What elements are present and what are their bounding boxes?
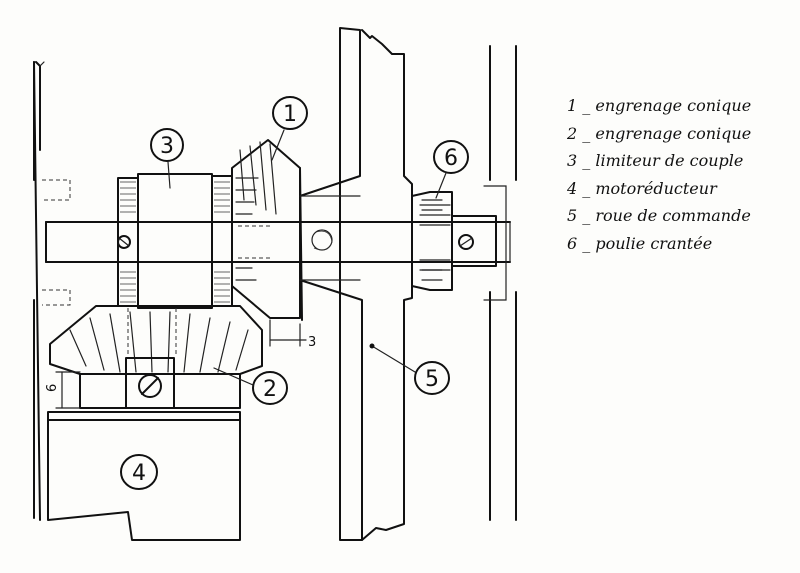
legend-item: 2 _ engrenage conique: [567, 120, 795, 148]
legend-number: 2: [567, 123, 578, 143]
legend-text: motoréducteur: [595, 178, 717, 198]
legend-item: 1 _ engrenage conique: [567, 92, 795, 120]
callout-5-label: 5: [425, 367, 439, 392]
callout-2-label: 2: [263, 377, 277, 402]
dimension-height-label: 6: [45, 384, 60, 392]
callout-2: 2: [213, 367, 288, 405]
legend-separator: _: [582, 123, 591, 143]
bevel-gear-1: [231, 139, 303, 321]
legend-text: engrenage conique: [595, 96, 752, 115]
bevel-gear-2: [49, 305, 263, 409]
legend-text: roue de commande: [595, 206, 751, 225]
legend-number: 5: [567, 206, 578, 225]
parts-legend: 1 _ engrenage conique 2 _ engrenage coni…: [567, 92, 795, 257]
left-frame-wall: [33, 61, 71, 521]
right-frame-wall: [483, 45, 517, 521]
callout-1-label: 1: [283, 102, 297, 127]
callout-5: 5: [369, 343, 450, 395]
callout-3: 3: [150, 128, 184, 189]
legend-number: 4: [567, 178, 578, 198]
legend-separator: _: [582, 233, 591, 253]
callout-4-label: 4: [132, 461, 146, 486]
dimension-gap: 3: [269, 319, 316, 350]
main-shaft: [45, 221, 511, 263]
callout-1: 1: [271, 96, 308, 161]
motor-reducer-housing: [47, 411, 241, 541]
legend-text: poulie crantée: [595, 233, 713, 253]
torque-limiter: [117, 173, 233, 309]
legend-number: 6: [567, 233, 578, 253]
callout-4: 4: [120, 454, 158, 490]
legend-text: engrenage conique: [595, 123, 752, 143]
callout-6-label: 6: [444, 146, 458, 171]
legend-item: 6 _ poulie crantée: [567, 230, 795, 258]
callout-3-label: 3: [160, 134, 174, 159]
legend-text: limiteur de couple: [595, 151, 744, 170]
legend-item: 4 _ motoréducteur: [567, 175, 795, 203]
legend-separator: _: [582, 96, 591, 115]
dimension-gap-label: 3: [308, 335, 316, 350]
toothed-pulley: [411, 191, 497, 291]
legend-item: 5 _ roue de commande: [567, 202, 795, 230]
callout-6: 6: [433, 140, 469, 199]
legend-separator: _: [582, 178, 591, 198]
legend-separator: _: [582, 151, 591, 170]
dimension-height: 6: [45, 371, 81, 409]
legend-separator: _: [582, 206, 591, 225]
legend-item: 3 _ limiteur de couple: [567, 147, 795, 175]
legend-number: 1: [567, 96, 578, 115]
control-wheel: [299, 27, 413, 541]
legend-number: 3: [567, 151, 578, 170]
